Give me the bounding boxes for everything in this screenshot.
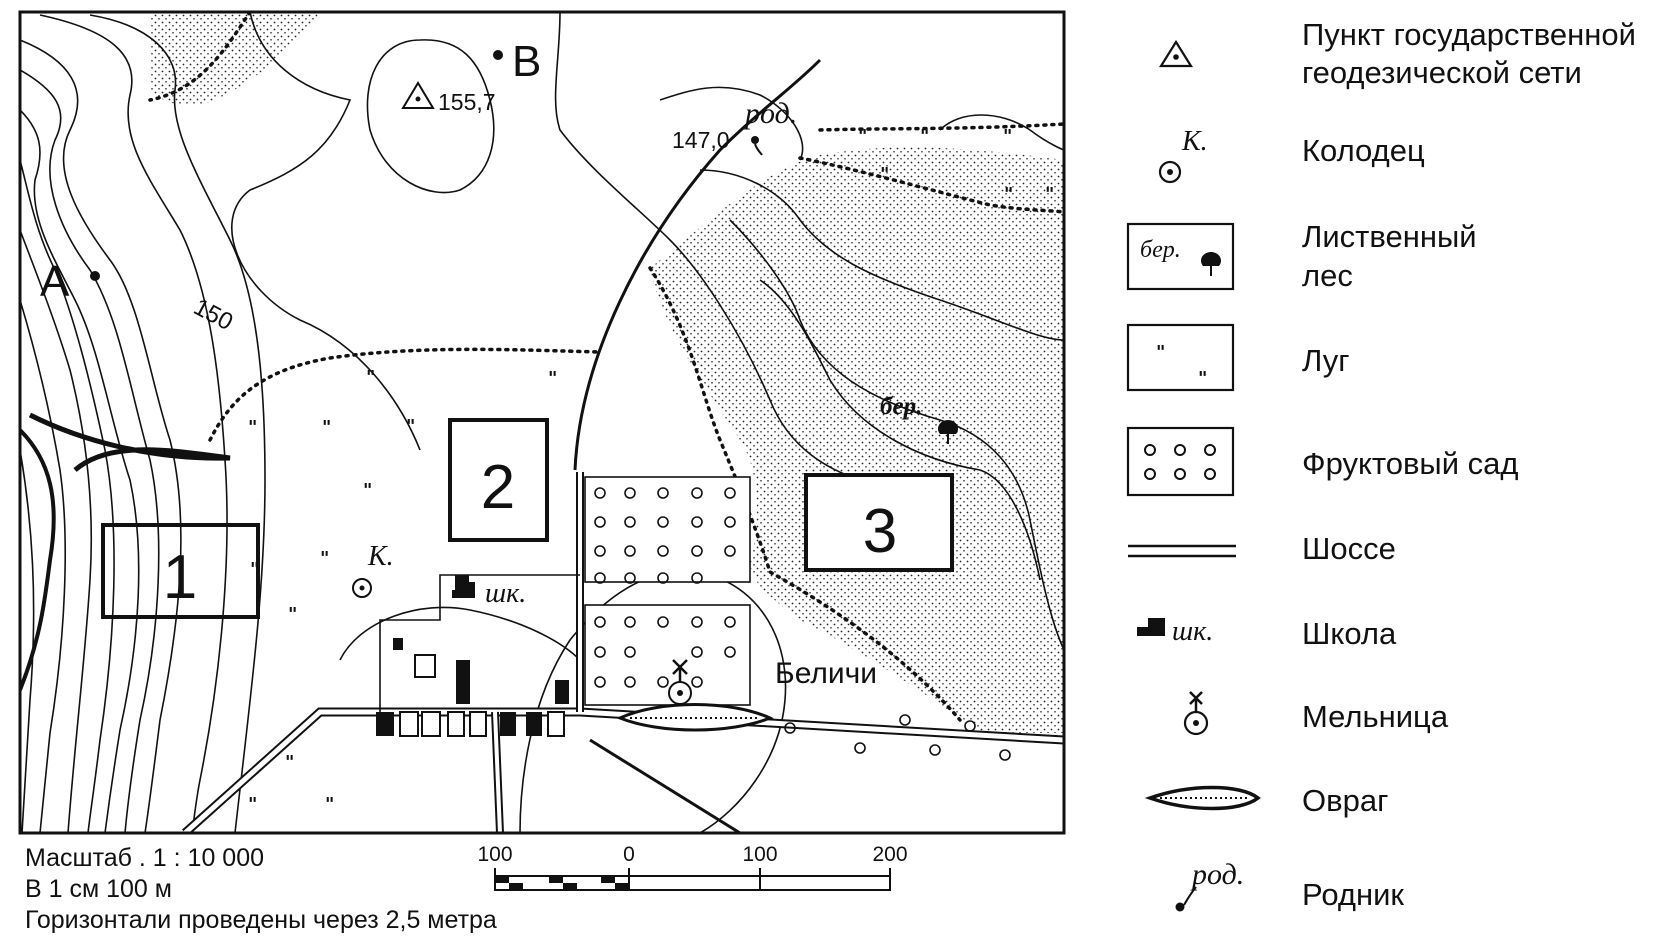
legend-label-mill: Мельница [1302,699,1449,734]
zone-label-2: 2 [481,453,515,522]
scale-ratio: Масштаб . 1 : 10 000 [25,844,265,872]
well-map-icon [352,578,372,598]
svg-text:": " [322,417,331,438]
svg-text:": " [1156,342,1165,363]
mill-icon [1183,691,1209,736]
legend-label-meadow: Луг [1302,343,1350,378]
map-frame [18,10,1066,835]
scale-tick-0: 0 [623,843,635,866]
svg-text:": " [250,559,259,580]
svg-text:": " [880,164,889,185]
ravine-icon [1144,785,1261,811]
mill-map-icon [668,659,692,705]
zone-box-1 [101,523,260,619]
legend-label-geodetic-1: Пункт государственной [1302,17,1636,52]
orchard-icon [1126,426,1235,497]
legend-label-spring: Родник [1302,877,1404,912]
zone-box-2 [448,418,549,542]
contour-label-150: 150 [189,293,237,336]
svg-text:": " [285,752,294,773]
school-label: шк. [485,578,526,609]
svg-text:": " [1045,184,1054,205]
zone-label-3: 3 [863,497,897,566]
spring-label: род. [743,97,797,130]
school-icon [1137,618,1165,636]
legend-label-highway: Шоссе [1302,531,1396,566]
scale-contour-interval: Горизонтали проведены через 2,5 метра [25,906,497,934]
point-a-label: А [40,257,70,306]
spring-map-icon [751,136,763,156]
zone-box-3 [804,473,954,572]
svg-text:": " [1198,368,1207,389]
village-name: Беличи [775,657,877,690]
forest-label: бер. [880,393,922,420]
svg-text:": " [1003,126,1012,147]
legend-label-geodetic-2: геодезической сети [1302,55,1582,90]
legend-label-forest-1: Лиственный [1302,219,1477,254]
svg-text:": " [920,126,929,147]
school-map-icon [452,582,475,598]
scale-bar [494,868,891,891]
svg-text:": " [248,794,257,815]
zone-label-1: 1 [163,543,197,612]
village-outline [379,574,580,712]
spring-icon-text: род. [1190,858,1244,891]
school-icon-text: шк. [1172,616,1213,647]
scale-tick-100: 100 [742,843,778,866]
scale-tick-200: 200 [872,843,908,866]
svg-text:": " [288,604,297,625]
tree-map-icon [937,420,959,444]
legend-label-orchard: Фруктовый сад [1302,446,1519,481]
svg-text:": " [320,548,329,569]
spring-icon [1175,886,1197,912]
point-b-dot [493,50,503,60]
point-a-dot [90,271,100,281]
svg-text:": " [858,126,867,147]
svg-text:": " [325,794,334,815]
legend-label-forest-2: лес [1302,258,1353,293]
svg-text:": " [1004,184,1013,205]
geodetic-map-icon [401,81,435,109]
ravine-left [28,412,231,472]
svg-text:": " [548,368,557,389]
well-icon [1158,160,1182,184]
legend-label-ravine: Овраг [1302,783,1389,818]
spring-elevation: 147,0 [672,127,730,153]
road [573,58,822,471]
svg-text:": " [406,416,415,437]
forest-area [650,147,1064,733]
scale-cm: В 1 см 100 м [25,875,172,903]
geodetic-point-icon [1159,39,1193,68]
scale-tick-100-left: 100 [477,843,513,866]
forest-icon-text: бер. [1140,237,1181,263]
well-label: К. [367,541,394,572]
well-icon-text: К. [1181,126,1208,157]
geodetic-elevation: 155,7 [438,89,496,115]
svg-text:": " [363,480,372,501]
svg-text:": " [248,417,257,438]
highway-icon [1128,544,1236,558]
legend-label-school: Школа [1302,616,1397,651]
point-b-label: В [512,37,541,86]
deciduous-forest-icon [1126,222,1235,291]
legend-label-well: Колодец [1302,133,1425,168]
meadow-icon: " " [1126,323,1235,392]
svg-text:": " [366,367,375,388]
